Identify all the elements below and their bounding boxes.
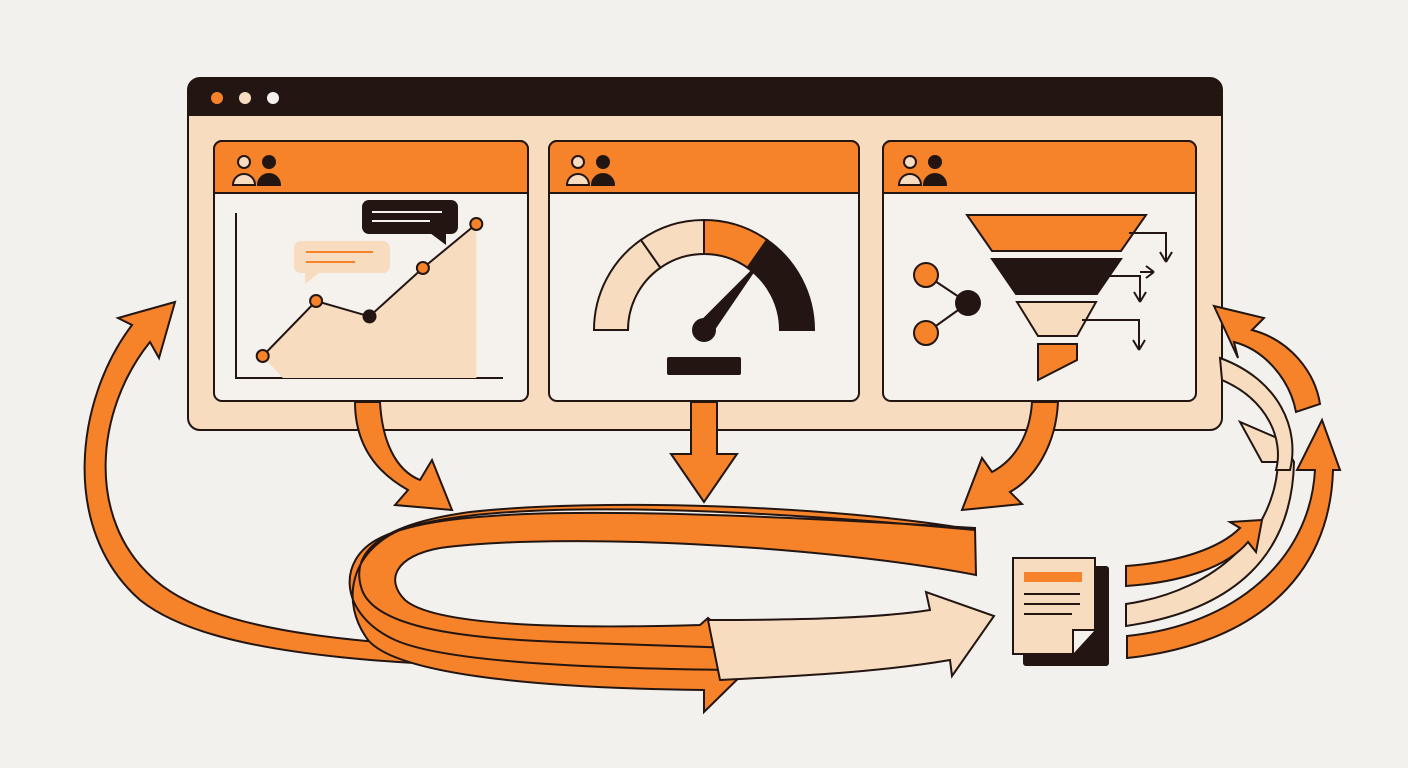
- panel-line-chart: [213, 140, 529, 402]
- users-icon: [897, 155, 948, 186]
- gauge-arc: [592, 218, 816, 331]
- chart-point: [255, 349, 270, 363]
- loop-arrow: [348, 503, 996, 715]
- chart-point: [469, 217, 484, 231]
- funnel-icon: [965, 214, 1148, 382]
- speech-bubble-light: [294, 241, 390, 284]
- gauge-hub: [692, 318, 716, 342]
- window-title-bar: [188, 78, 1222, 116]
- down-arrow-center: [669, 401, 739, 504]
- traffic-light-minimize[interactable]: [239, 92, 251, 104]
- chart-point: [415, 261, 430, 275]
- traffic-light-close[interactable]: [211, 92, 223, 104]
- panel-header: [548, 140, 860, 194]
- gauge-needle: [697, 256, 766, 336]
- down-arrow-right: [960, 401, 1060, 512]
- network-nodes-icon: [913, 262, 981, 346]
- users-icon: [565, 155, 616, 186]
- chart-point: [309, 294, 324, 308]
- gauge-segment-max: [746, 238, 816, 331]
- panel-header: [882, 140, 1197, 194]
- chart-point: [362, 309, 377, 324]
- panel-gauge: [548, 140, 860, 402]
- feedback-arrow-outer: [1126, 417, 1342, 660]
- chart-points: [255, 217, 484, 363]
- down-arrow-left: [353, 401, 454, 512]
- feedback-arrow-inner: [1125, 518, 1264, 588]
- upward-return-arrow: [1212, 304, 1322, 414]
- funnel-branch-arrows: [1082, 232, 1173, 351]
- speech-bubble-dark: [362, 200, 458, 245]
- users-icon: [231, 155, 282, 186]
- chart-area-fill: [262, 224, 477, 378]
- traffic-light-maximize[interactable]: [267, 92, 279, 104]
- panel-header: [213, 140, 529, 194]
- panel-funnel: [882, 140, 1197, 402]
- gauge-readout-bar: [667, 357, 741, 375]
- document-icon: [1012, 557, 1109, 666]
